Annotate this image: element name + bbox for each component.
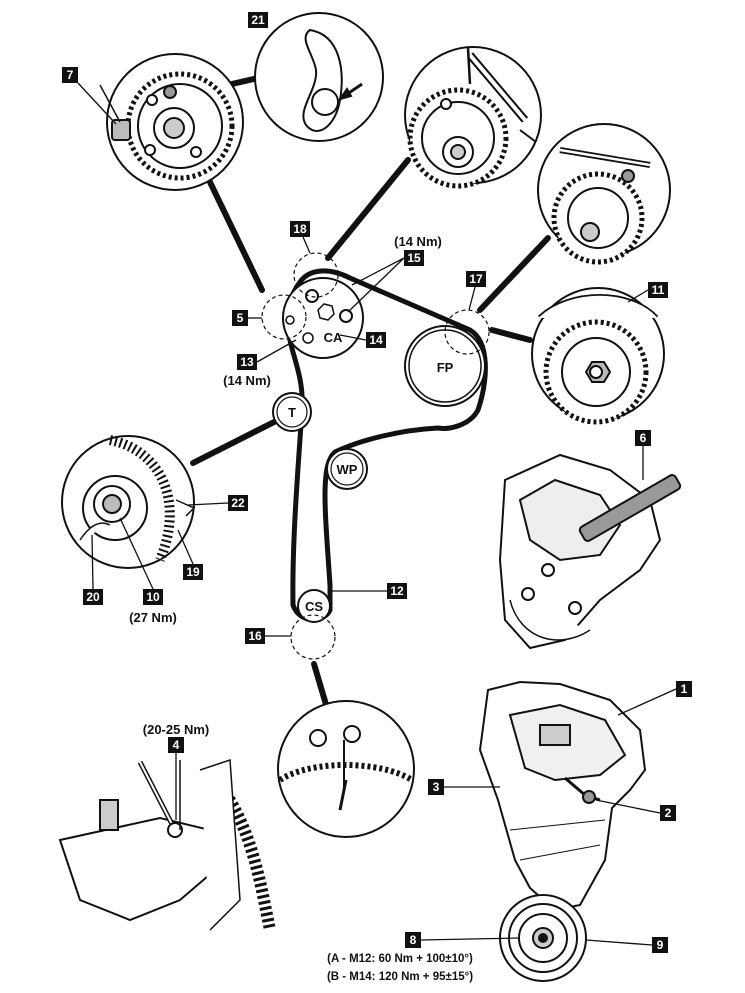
callout-15-box — [404, 250, 424, 266]
detail-cam-sprocket-pin — [99, 53, 244, 191]
callout-22: 22 — [231, 496, 245, 510]
callout-6: 6 — [640, 431, 647, 445]
callout-boxes: 1 2 3 4 5 6 7 8 9 10 11 12 13 14 15 16 1 — [62, 12, 692, 953]
torque-item-10: (27 Nm) — [129, 610, 177, 625]
detail-fuel-pump-hub-11 — [531, 287, 665, 425]
callout-9-box — [652, 937, 668, 953]
callout-20: 20 — [86, 590, 100, 604]
callout-14-box — [366, 332, 386, 348]
callout-19: 19 — [186, 565, 200, 579]
callout-5-box — [232, 310, 248, 326]
crankshaft-label: CS — [305, 599, 323, 614]
torque-annotations: (14 Nm) (14 Nm) (27 Nm) (20-25 Nm) (A - … — [129, 234, 473, 983]
camshaft-label: CA — [324, 330, 343, 345]
callout-4: 4 — [173, 738, 180, 752]
callout-1-box — [676, 681, 692, 697]
camshaft-sprocket: CA — [282, 277, 364, 359]
detail-crank-mark — [277, 700, 415, 838]
callout-19-box — [183, 564, 203, 580]
detail-cam-sprocket-belt — [404, 46, 542, 189]
callout-14: 14 — [369, 333, 383, 347]
tensioner-pulley: T — [272, 392, 312, 432]
callout-15: 15 — [407, 251, 421, 265]
callout-16-box — [245, 628, 265, 644]
crankshaft-sprocket: CS — [297, 589, 331, 623]
detail-locking-tool — [498, 453, 682, 650]
callout-18: 18 — [293, 222, 307, 236]
callout-21-box — [248, 12, 268, 28]
tensioner-label: T — [288, 405, 296, 420]
torque-item-4: (20-25 Nm) — [143, 722, 209, 737]
callout-12: 12 — [390, 584, 404, 598]
callout-2: 2 — [665, 806, 672, 820]
callout-5: 5 — [237, 311, 244, 325]
fuel-pump-sprocket: FP — [404, 325, 486, 407]
detail-fuel-pump-sprocket-mark — [537, 123, 671, 265]
callout-11-box — [648, 282, 668, 298]
torque-crank-bolt-m12: (A - M12: 60 Nm + 100±10°) — [327, 953, 473, 965]
callout-17-box — [466, 271, 486, 287]
detail-tensioner — [61, 435, 196, 569]
callout-9: 9 — [657, 938, 664, 952]
detail-slot-21 — [254, 12, 384, 142]
callout-17: 17 — [469, 272, 483, 286]
water-pump-pulley: WP — [326, 448, 368, 490]
callout-10-box — [143, 589, 163, 605]
crank-pulley-detail — [499, 894, 587, 982]
torque-sprocket-bolts: (14 Nm) — [394, 234, 442, 249]
callout-6-box — [635, 430, 651, 446]
callout-8: 8 — [410, 933, 417, 947]
callout-1: 1 — [681, 682, 688, 696]
reference-circles — [261, 252, 490, 660]
fuel-pump-label: FP — [437, 360, 454, 375]
callout-11: 11 — [652, 283, 665, 297]
water-pump-label: WP — [337, 462, 358, 477]
callout-3: 3 — [433, 780, 440, 794]
callout-3-box — [428, 779, 444, 795]
detail-belt-cover — [478, 680, 647, 912]
callout-22-box — [228, 495, 248, 511]
callout-2-box — [660, 805, 676, 821]
callout-10: 10 — [146, 590, 160, 604]
callout-21: 21 — [251, 13, 265, 27]
callout-16: 16 — [248, 629, 262, 643]
callout-13: 13 — [240, 355, 254, 369]
callout-8-box — [405, 932, 421, 948]
torque-crank-bolt-m14: (B - M14: 120 Nm + 95±15°) — [327, 971, 473, 983]
callout-lines — [77, 82, 677, 946]
torque-item-13: (14 Nm) — [223, 373, 271, 388]
callout-7: 7 — [67, 68, 74, 82]
callout-4-box — [168, 737, 184, 753]
callout-12-box — [387, 583, 407, 599]
callout-20-box — [83, 589, 103, 605]
callout-18-box — [290, 221, 310, 237]
detail-bolt-4 — [58, 758, 276, 932]
callout-7-box — [62, 67, 78, 83]
callout-13-box — [237, 354, 257, 370]
